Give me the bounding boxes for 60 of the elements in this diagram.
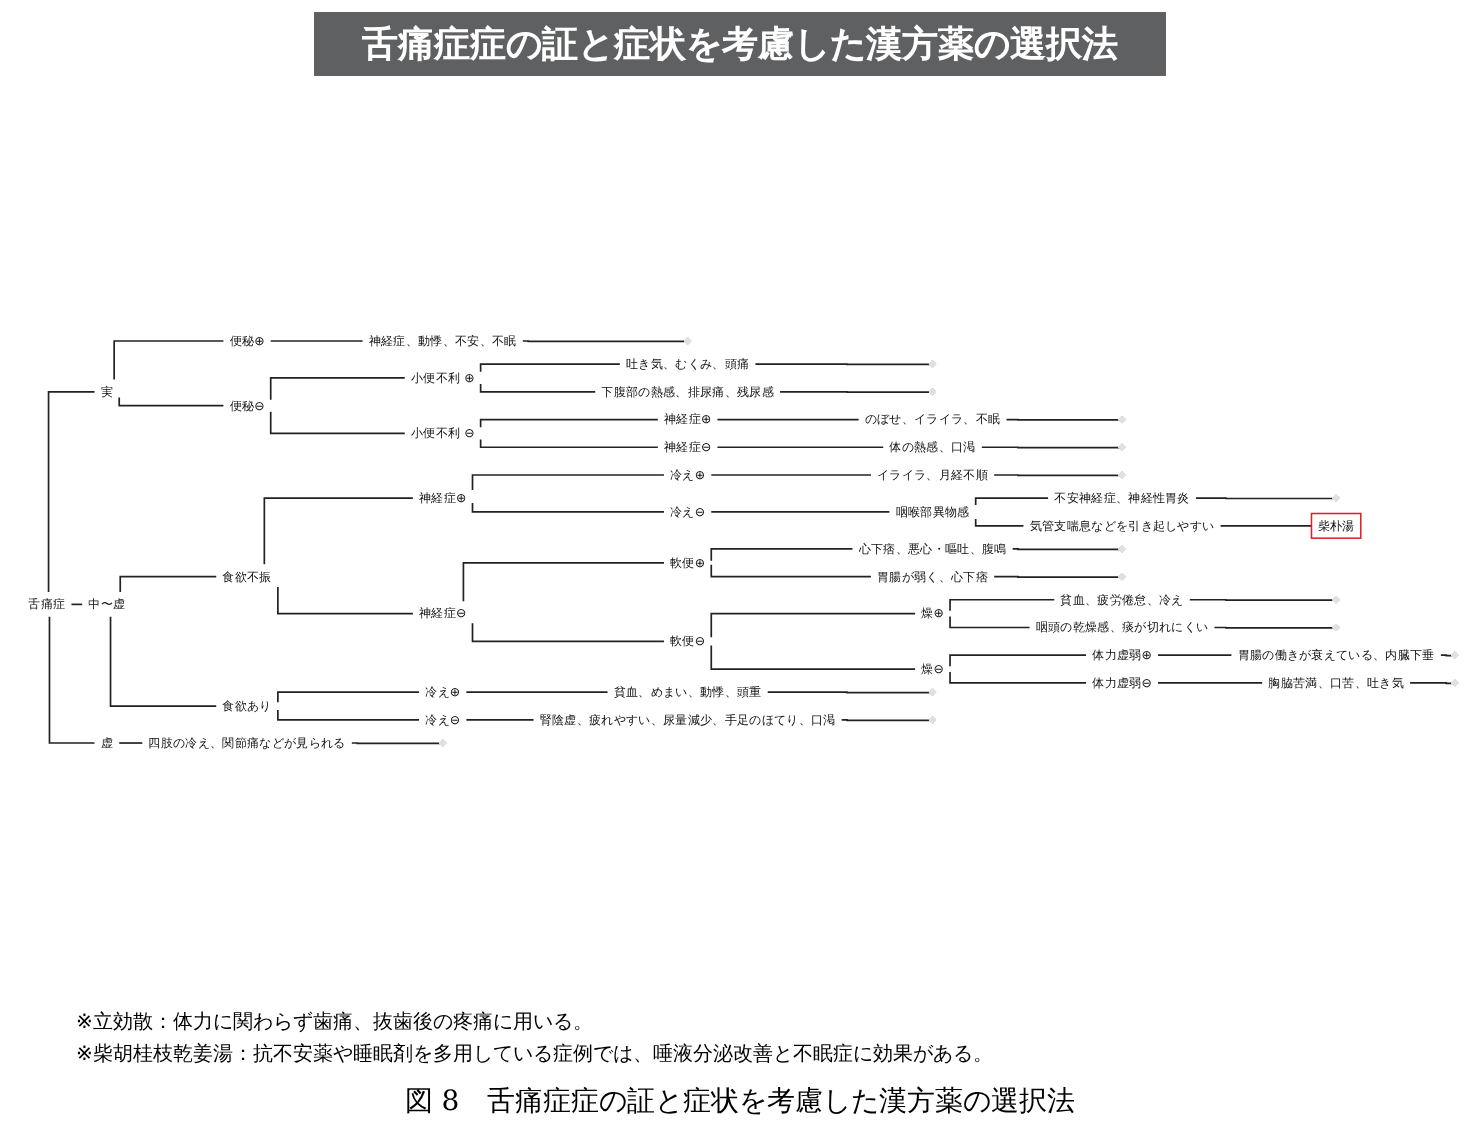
connector — [1005, 418, 1121, 421]
connector — [1157, 654, 1233, 657]
connector — [710, 548, 854, 562]
connector — [521, 340, 686, 343]
connector — [269, 410, 406, 435]
connector — [710, 564, 872, 578]
connector — [1213, 626, 1335, 629]
connector — [118, 742, 144, 744]
connector — [710, 612, 916, 639]
note-text: ※柴胡桂枝乾姜湯：抗不安薬や睡眠剤を多用している症例では、唾液分泌改善と不眠症に効果がある。 — [76, 1041, 995, 1068]
connector — [277, 586, 414, 615]
connector — [269, 340, 364, 342]
connector — [974, 497, 1049, 506]
connector — [48, 615, 96, 744]
connector — [465, 691, 609, 694]
connector — [754, 363, 931, 366]
connector — [710, 511, 891, 513]
connector — [471, 502, 665, 513]
connector — [981, 446, 1121, 449]
connector — [840, 719, 931, 722]
connector — [479, 438, 659, 449]
connector — [263, 497, 414, 566]
connector — [993, 474, 1121, 477]
connector — [113, 340, 225, 381]
connector — [974, 518, 1025, 527]
connector — [47, 390, 96, 593]
connector — [479, 363, 621, 373]
connector — [462, 561, 665, 603]
connector — [269, 377, 406, 401]
connector — [949, 671, 1087, 684]
connector — [993, 575, 1121, 578]
connector — [118, 396, 225, 407]
connector — [479, 418, 659, 429]
connector — [1409, 682, 1453, 685]
note-text: ※立効散：体力に関わらず歯痛、抜歯後の疼痛に用いる。 — [76, 1009, 595, 1036]
connector — [471, 622, 665, 643]
connector — [716, 446, 885, 449]
connector — [1188, 598, 1335, 601]
connector — [949, 598, 1056, 612]
connector — [119, 575, 218, 593]
connector — [350, 742, 441, 745]
connector — [949, 615, 1031, 629]
connector — [716, 418, 860, 421]
connector — [710, 644, 916, 670]
connector — [766, 691, 931, 694]
connector — [1219, 525, 1313, 527]
connector — [277, 691, 420, 704]
connector — [277, 709, 420, 721]
connector — [479, 383, 597, 393]
connector — [1157, 682, 1264, 684]
connector — [465, 719, 535, 721]
connector — [779, 390, 931, 394]
connector — [1011, 548, 1121, 551]
connector — [471, 474, 665, 491]
connector — [949, 654, 1087, 668]
figure-caption: 図 8 舌痛症症の証と症状を考慮した漢方薬の選択法 — [404, 1084, 1076, 1120]
title-banner: 舌痛症症の証と症状を考慮した漢方薬の選択法 — [314, 12, 1166, 76]
connector — [1195, 497, 1335, 500]
connector — [710, 474, 872, 476]
connector — [109, 615, 218, 707]
